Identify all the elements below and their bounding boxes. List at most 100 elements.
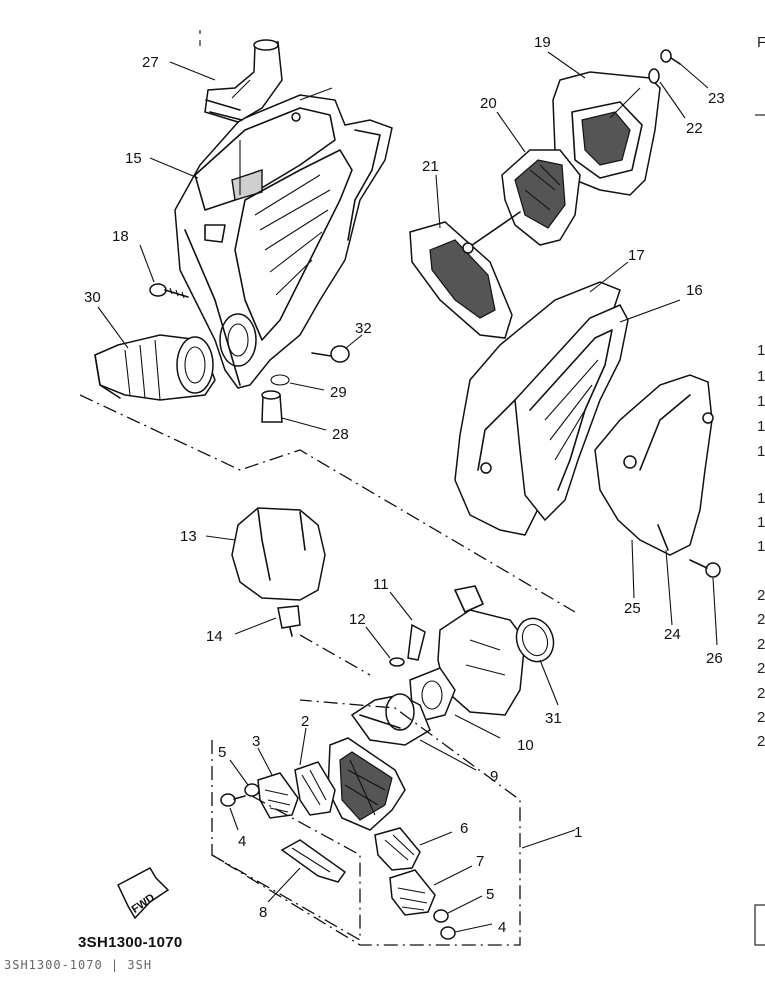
callout-labels: 1 2 3 4 5 6 7 8 9 10 11 12 13 14 15 16 1… bbox=[84, 34, 725, 936]
air-box-part-15 bbox=[174, 94, 393, 389]
element-guide-part-20 bbox=[501, 149, 581, 246]
bolt-part-11 bbox=[407, 623, 426, 661]
screw-part-4-right bbox=[440, 926, 456, 940]
callout-12: 12 bbox=[349, 611, 366, 628]
callout-10: 10 bbox=[517, 737, 534, 754]
callout-19: 19 bbox=[534, 34, 551, 51]
leader-3 bbox=[257, 747, 273, 776]
edge-letter: F bbox=[757, 34, 765, 51]
edge-letter: 2 bbox=[757, 685, 765, 702]
leader-8 bbox=[267, 867, 301, 903]
gasket-part-8 bbox=[280, 839, 347, 883]
guide-line-19-22 bbox=[609, 87, 641, 119]
leader-4-left bbox=[229, 807, 239, 831]
edge-letter: 2 bbox=[757, 636, 765, 653]
element-part-21 bbox=[409, 211, 521, 339]
callout-32: 32 bbox=[355, 320, 372, 337]
leader-7 bbox=[433, 865, 473, 886]
callout-15: 15 bbox=[125, 150, 142, 167]
leader-2 bbox=[299, 727, 307, 766]
callout-18: 18 bbox=[112, 228, 129, 245]
callout-4: 4 bbox=[238, 833, 246, 850]
callout-28: 28 bbox=[332, 426, 349, 443]
leader-23 bbox=[677, 61, 709, 89]
callout-30: 30 bbox=[84, 289, 101, 306]
edge-letter: 2 bbox=[757, 660, 765, 677]
breather-hose-part-27 bbox=[204, 39, 283, 123]
leader-28 bbox=[281, 417, 327, 431]
callout-7: 7 bbox=[476, 853, 484, 870]
diagram-part-number: 3SH1300-1070 bbox=[78, 934, 183, 951]
edge-letter: 1 bbox=[757, 342, 765, 359]
callout-9: 9 bbox=[490, 768, 498, 785]
edge-letter: 1 bbox=[757, 538, 765, 555]
leader-26 bbox=[712, 577, 718, 646]
edge-letter: 1 bbox=[757, 418, 765, 435]
leader-20 bbox=[496, 111, 526, 153]
group-outline-upper bbox=[79, 394, 576, 613]
bolt-part-14 bbox=[277, 605, 301, 637]
edge-letter: 1 bbox=[757, 393, 765, 410]
leader-25 bbox=[631, 539, 635, 599]
cover-part-13 bbox=[231, 507, 326, 601]
leader-27 bbox=[169, 61, 216, 81]
leader-17 bbox=[589, 261, 629, 293]
stopper-part-3 bbox=[257, 772, 299, 819]
leader-14 bbox=[234, 617, 277, 635]
screw-part-23 bbox=[660, 49, 681, 65]
group-outline-reed-inner bbox=[211, 794, 361, 942]
callout-24: 24 bbox=[664, 626, 681, 643]
callout-31: 31 bbox=[545, 710, 562, 727]
callout-13: 13 bbox=[180, 528, 197, 545]
edge-letter: 1 bbox=[757, 368, 765, 385]
callout-25: 25 bbox=[624, 600, 641, 617]
leader-5-left bbox=[229, 759, 249, 786]
scan-noise-text: 3SH1300-1070 | 3SH bbox=[4, 958, 153, 972]
nut-part-5-right bbox=[433, 909, 449, 923]
leader-29 bbox=[289, 382, 325, 391]
leader-10 bbox=[454, 714, 501, 739]
callout-27: 27 bbox=[142, 54, 159, 71]
reed-part-2 bbox=[294, 761, 336, 816]
leader-9 bbox=[419, 739, 477, 771]
leader-16 bbox=[619, 299, 681, 323]
frame-part-16 bbox=[514, 304, 629, 522]
callout-2: 2 bbox=[301, 713, 309, 730]
callout-5-right: 5 bbox=[486, 886, 494, 903]
callout-4-right: 4 bbox=[498, 919, 506, 936]
leader-21 bbox=[435, 174, 441, 229]
cap-part-28 bbox=[261, 390, 283, 423]
leader-4-right bbox=[454, 923, 493, 933]
leader-15 bbox=[149, 157, 199, 179]
callout-1: 1 bbox=[574, 824, 582, 841]
callout-22: 22 bbox=[686, 120, 703, 137]
callout-11: 11 bbox=[373, 576, 389, 593]
washer-part-22 bbox=[648, 68, 660, 84]
callout-14: 14 bbox=[206, 628, 223, 645]
leader-32 bbox=[345, 334, 363, 349]
callout-26: 26 bbox=[706, 650, 723, 667]
washer-part-12 bbox=[389, 657, 405, 667]
callout-16: 16 bbox=[686, 282, 703, 299]
guide-line-15 bbox=[239, 87, 333, 195]
leader-11 bbox=[389, 591, 413, 621]
bolt-part-32 bbox=[311, 345, 350, 363]
callout-6: 6 bbox=[460, 820, 468, 837]
leader-24 bbox=[665, 549, 673, 626]
manifold-part-9 bbox=[350, 693, 431, 746]
callout-23: 23 bbox=[708, 90, 725, 107]
leader-6 bbox=[419, 831, 453, 846]
leader-19 bbox=[547, 51, 586, 79]
callout-8: 8 bbox=[259, 904, 267, 921]
clamp-part-31 bbox=[515, 617, 555, 663]
edge-letter: 1 bbox=[757, 443, 765, 460]
fwd-arrow-icon: FWD bbox=[117, 867, 170, 920]
leader-22 bbox=[659, 81, 686, 119]
reed-part-6 bbox=[374, 827, 421, 871]
edge-letter: 2 bbox=[757, 709, 765, 726]
callout-3: 3 bbox=[252, 733, 260, 750]
stopper-part-7 bbox=[389, 869, 436, 916]
leader-18 bbox=[139, 244, 155, 283]
leader-30 bbox=[97, 306, 129, 349]
